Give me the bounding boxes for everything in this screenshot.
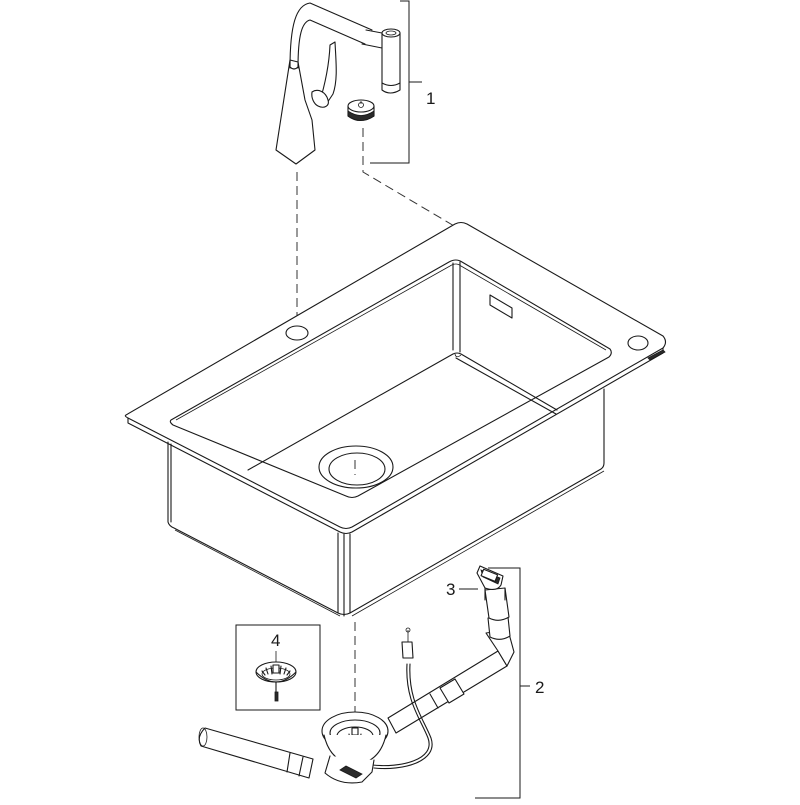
tap-hole-left — [285, 325, 309, 341]
callout-1-label: 1 — [426, 89, 435, 108]
callout-2-label: 2 — [535, 678, 544, 697]
overflow-fitting — [476, 565, 506, 601]
strainer-basket-detail: 4 — [235, 624, 321, 711]
callout-3-label: 3 — [446, 580, 455, 599]
sink-basin — [124, 221, 667, 617]
sink-drain-hole — [318, 445, 394, 489]
drain-assembly — [198, 587, 515, 784]
callout-2-bracket: 2 — [475, 567, 544, 799]
callout-1-bracket: 1 — [370, 0, 435, 164]
control-button — [347, 99, 375, 122]
faucet — [275, 2, 401, 165]
tap-hole-right — [627, 335, 649, 351]
callout-4-label: 4 — [271, 631, 280, 650]
